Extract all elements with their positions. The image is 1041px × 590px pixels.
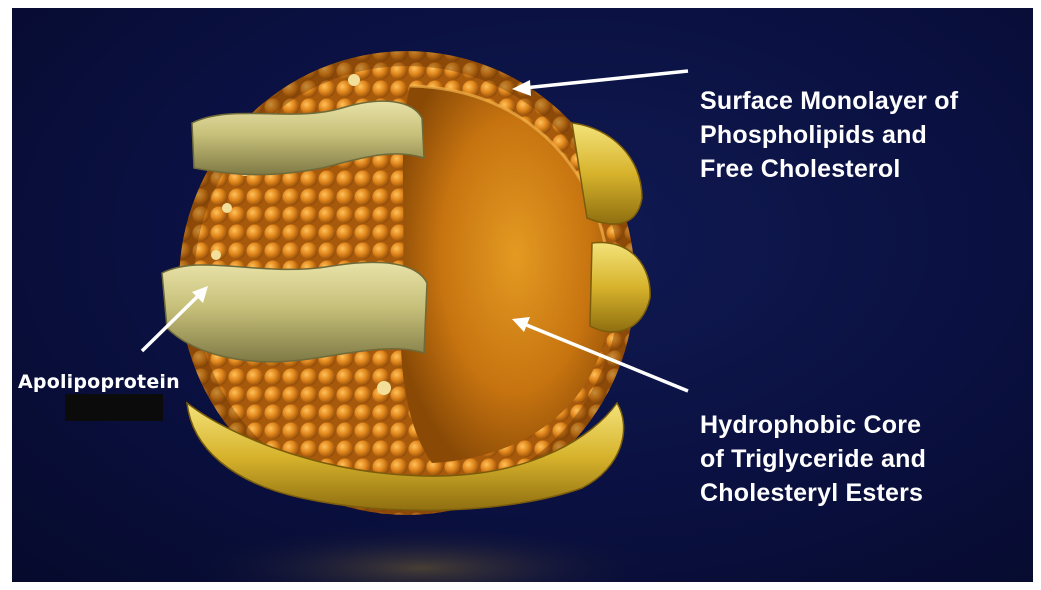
diagram-canvas: Surface Monolayer of Phospholipids and F… bbox=[12, 8, 1033, 582]
particle-reflection bbox=[182, 523, 662, 582]
label-hydrophobic-core: Hydrophobic Core of Triglyceride and Cho… bbox=[700, 408, 926, 510]
label-apolipoprotein: Apolipoprotein bbox=[18, 370, 180, 394]
label-backdrop bbox=[65, 394, 163, 421]
label-surface-monolayer: Surface Monolayer of Phospholipids and F… bbox=[700, 84, 958, 186]
